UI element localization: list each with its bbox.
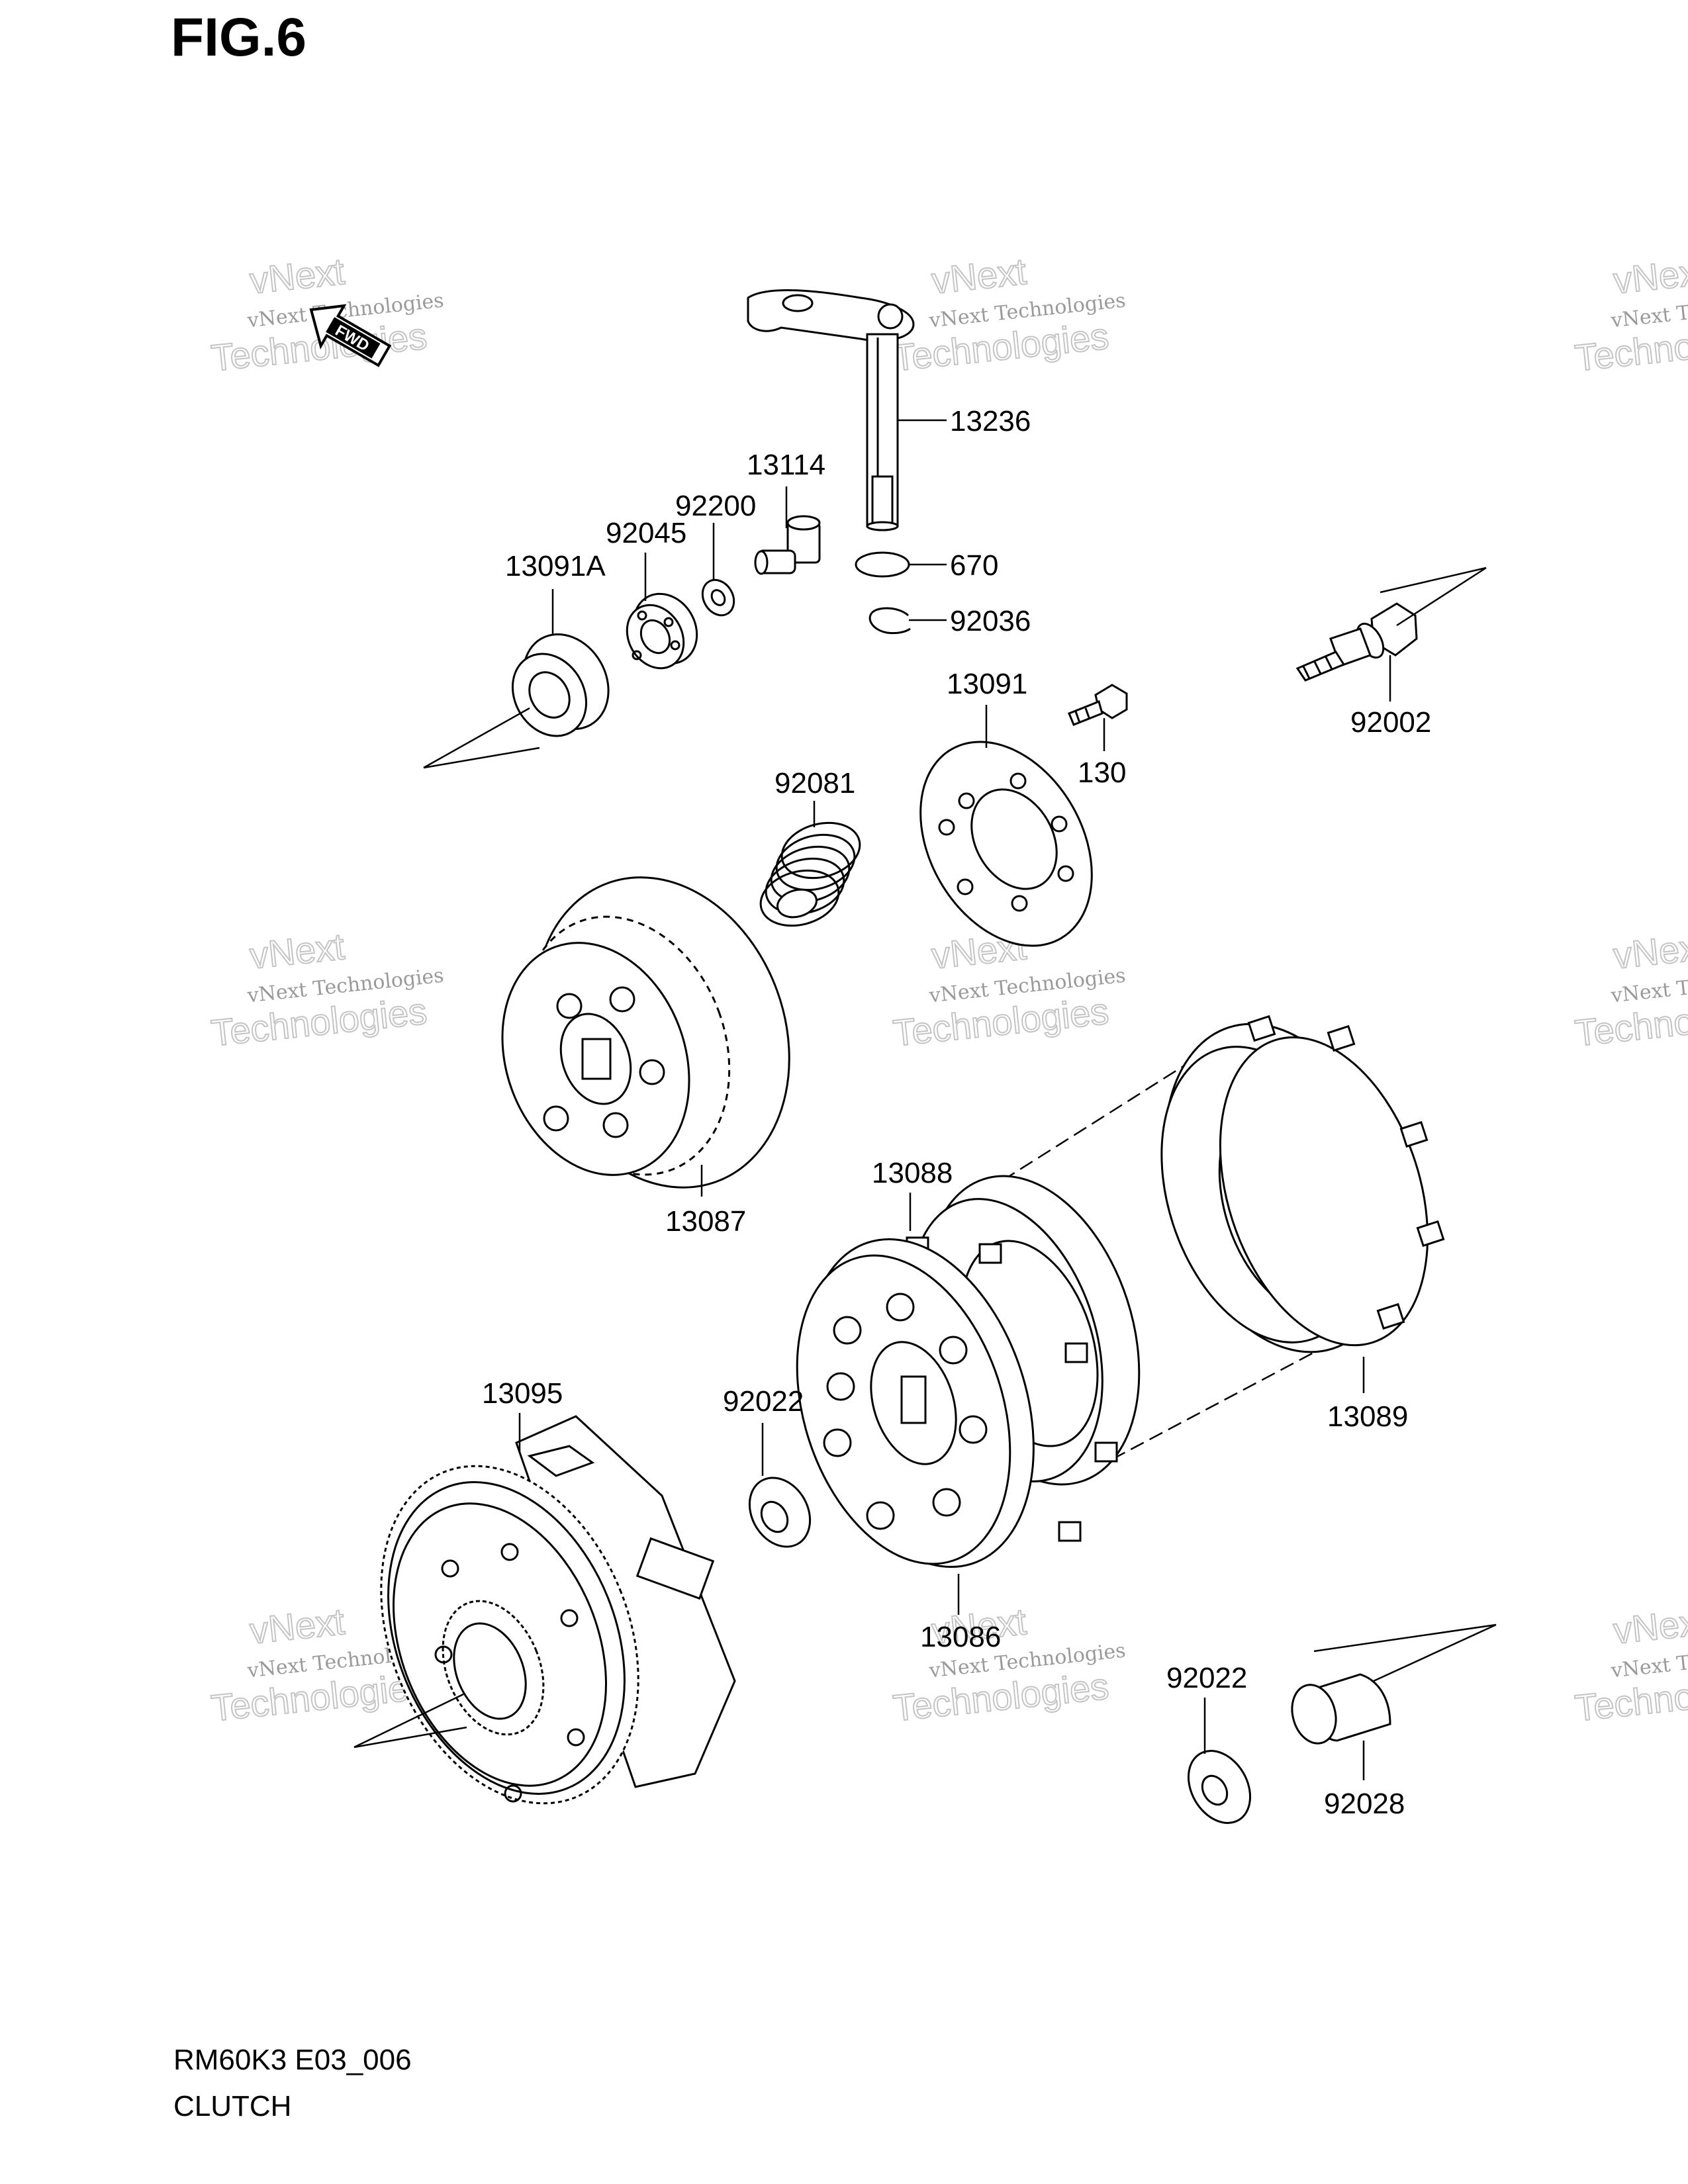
part-130-bolt: [1068, 684, 1128, 726]
watermark-text: vNext: [1611, 925, 1688, 977]
part-92036-circlip: [868, 607, 911, 635]
part-13089-plate-stack: [966, 1015, 1445, 1461]
leader-line: [1396, 567, 1487, 627]
part-13091-pressure-plate: [919, 741, 1093, 947]
part-number-13089: 13089: [1327, 1400, 1408, 1433]
part-number-13091A: 13091A: [505, 550, 606, 582]
part-13114-push-rod: [754, 515, 821, 575]
part-number-92081: 92081: [774, 767, 855, 799]
part-number-13087: 13087: [665, 1205, 746, 1238]
part-number-13088: 13088: [872, 1157, 953, 1189]
part-92002-bolt: [1295, 602, 1418, 682]
watermark-text: vNext: [248, 1600, 346, 1652]
leader-line: [423, 747, 540, 769]
part-number-130: 130: [1078, 756, 1126, 789]
part-number-92002: 92002: [1350, 706, 1431, 739]
part-number-92200: 92200: [675, 490, 756, 522]
leader-line: [1313, 1623, 1497, 1653]
diagram-code: RM60K3 E03_006: [173, 2044, 412, 2076]
diagram-caption: CLUTCH: [173, 2090, 292, 2122]
part-13087-clutch-hub: [501, 876, 790, 1189]
part-number-13091: 13091: [947, 668, 1027, 700]
part-number-92028: 92028: [1324, 1788, 1405, 1820]
part-number-13086: 13086: [920, 1621, 1001, 1653]
leader-line: [353, 1693, 464, 1749]
part-92081-spring: [759, 821, 861, 927]
part-number-13236: 13236: [950, 405, 1031, 437]
part-number-92022-upper: 92022: [723, 1385, 804, 1418]
watermark-text: vNext: [248, 925, 346, 977]
part-13086-clutch-plate: [796, 1238, 1035, 1569]
leader-line: [423, 707, 530, 769]
part-number-670: 670: [950, 549, 998, 582]
part-92200-washer: [701, 578, 735, 617]
part-number-13114: 13114: [747, 449, 825, 481]
part-670-o-ring: [855, 551, 910, 578]
part-number-92045: 92045: [606, 517, 686, 549]
leader-line: [1373, 1623, 1497, 1682]
leader-line: [353, 1726, 467, 1749]
watermark-text: vNext: [248, 250, 346, 302]
part-92022-washer-upper: [748, 1477, 812, 1548]
figure-title: FIG.6: [171, 7, 307, 68]
part-92028-collar: [1291, 1673, 1391, 1745]
part-number-13095: 13095: [482, 1377, 563, 1410]
part-number-92022-lower: 92022: [1166, 1662, 1247, 1694]
leader-line: [1380, 567, 1487, 594]
part-13236-release-shaft: [747, 289, 915, 531]
part-92045-bearing: [626, 592, 698, 670]
watermark-text: vNext: [1611, 1600, 1688, 1652]
watermark-text: vNext: [929, 250, 1028, 302]
part-92022-washer-lower: [1187, 1750, 1252, 1824]
watermark-text: vNext: [1611, 250, 1688, 302]
part-13095-clutch-housing: [380, 1415, 736, 1805]
part-13091A-holder: [511, 633, 610, 737]
fwd-arrow-icon: FWD: [309, 304, 392, 367]
part-number-92036: 92036: [950, 605, 1031, 637]
